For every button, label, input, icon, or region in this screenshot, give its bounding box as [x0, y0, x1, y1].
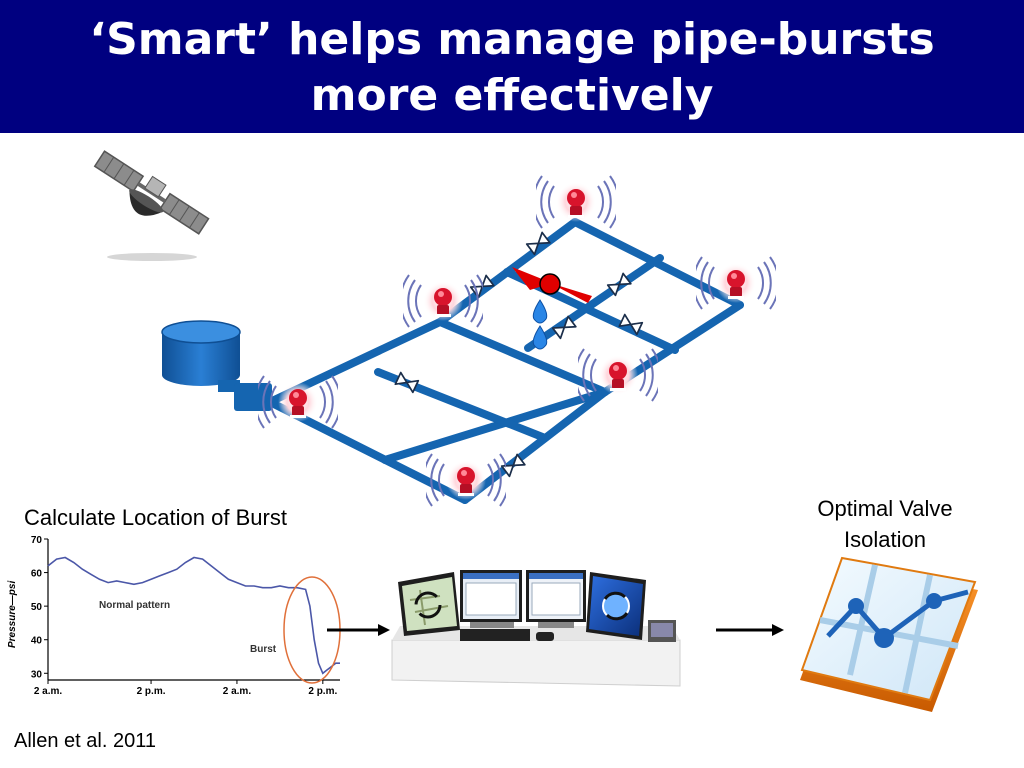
- chart-ytick-label: 60: [31, 569, 43, 580]
- citation: Allen et al. 2011: [14, 730, 156, 752]
- pipe-network: [266, 218, 744, 504]
- annotation-normal-pattern: Normal pattern: [99, 600, 170, 611]
- arrow-right-icon: [716, 624, 784, 636]
- chart-ytick-label: 30: [31, 669, 43, 680]
- pressure-chart: 30 40 50 60 70 2 a.m. 2 p.m. 2 a.m. 2 p.m. Pres…: [7, 535, 341, 697]
- arrow-right-icon: [327, 624, 390, 636]
- annotation-burst: Burst: [250, 644, 277, 655]
- pressure-series-line: [47, 556, 340, 675]
- slide-title: ‘Smart’ helps manage pipe-bursts more ef…: [0, 0, 1024, 133]
- valve-icon: [394, 371, 420, 394]
- valve-label-line-2: Isolation: [844, 527, 926, 552]
- chart-xtick-label: 2 p.m.: [137, 686, 166, 697]
- satellite-icon: [93, 150, 210, 261]
- calculate-burst-label: Calculate Location of Burst: [24, 505, 287, 530]
- water-tank-icon: [161, 320, 272, 411]
- sensor-icon: [578, 348, 658, 402]
- chart-ytick-label: 70: [31, 535, 43, 546]
- computer-workstation-icon: [391, 570, 681, 687]
- chart-xtick-label: 2 a.m.: [34, 686, 63, 697]
- optimal-valve-isolation-label: Optimal Valve Isolation: [790, 493, 980, 555]
- burst-location: [512, 267, 592, 303]
- title-line-2: more effectively: [310, 70, 714, 121]
- chart-ytick-label: 40: [31, 636, 43, 647]
- water-drop-icon: [532, 299, 548, 350]
- chart-xtick-label: 2 a.m.: [223, 686, 252, 697]
- title-line-1: ‘Smart’ helps manage pipe-bursts: [89, 14, 935, 65]
- valve-label-line-1: Optimal Valve: [817, 496, 953, 521]
- valve-isolation-map-icon: [800, 556, 978, 712]
- chart-ytick-label: 50: [31, 602, 43, 613]
- sensor-icon: [536, 175, 616, 229]
- sensor-icon: [696, 256, 776, 310]
- chart-ylabel: Pressure—psi: [7, 581, 18, 648]
- chart-xtick-label: 2 p.m.: [308, 686, 337, 697]
